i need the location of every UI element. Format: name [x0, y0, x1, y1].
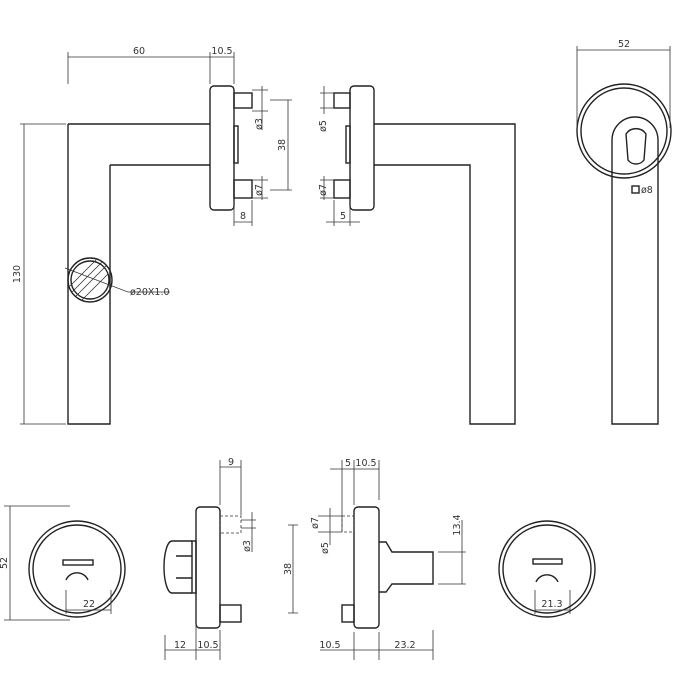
- dim-dia3: ø3: [254, 118, 265, 130]
- dim-38-b: 38: [283, 563, 294, 575]
- dim-23-2: 23.2: [394, 640, 415, 651]
- release-front-view: [498, 520, 596, 618]
- release-side-view: [288, 460, 466, 660]
- lever-front-view: [576, 46, 672, 425]
- dim-12: 12: [174, 640, 186, 651]
- dim-dia5: ø5: [318, 120, 329, 132]
- lever-side-view-left: [20, 52, 292, 425]
- dim-21-3: 21.3: [541, 599, 562, 610]
- dim-dia5-b: ø5: [320, 542, 331, 554]
- dim-dia7-b: ø7: [318, 184, 329, 196]
- dim-10-5-c: 10.5: [355, 458, 376, 469]
- turn-front-view: [4, 505, 126, 621]
- dim-10-5-d: 10.5: [319, 640, 340, 651]
- dim-60: 60: [133, 46, 145, 57]
- dim-10-5-b: 10.5: [197, 640, 218, 651]
- dim-dia7-c: ø7: [310, 517, 321, 529]
- dim-9: 9: [228, 457, 234, 468]
- dim-10-5: 10.5: [211, 46, 232, 57]
- dim-22: 22: [83, 599, 95, 610]
- dim-38: 38: [277, 139, 288, 151]
- dim-130: 130: [12, 265, 23, 283]
- lever-side-view-right: [320, 85, 516, 425]
- dim-tube: ø20X1.0: [130, 287, 170, 298]
- dim-5-b: 5: [345, 458, 351, 469]
- dim-52-bottom: 52: [0, 557, 10, 569]
- dim-52-top: 52: [618, 39, 630, 50]
- dim-5: 5: [340, 211, 346, 222]
- dim-dia7: ø7: [254, 184, 265, 196]
- dim-dia3-b: ø3: [242, 540, 253, 552]
- turn-side-view: [163, 460, 256, 660]
- dim-13-4: 13.4: [452, 514, 463, 535]
- dim-dia8: ø8: [641, 185, 653, 196]
- dim-8: 8: [240, 211, 246, 222]
